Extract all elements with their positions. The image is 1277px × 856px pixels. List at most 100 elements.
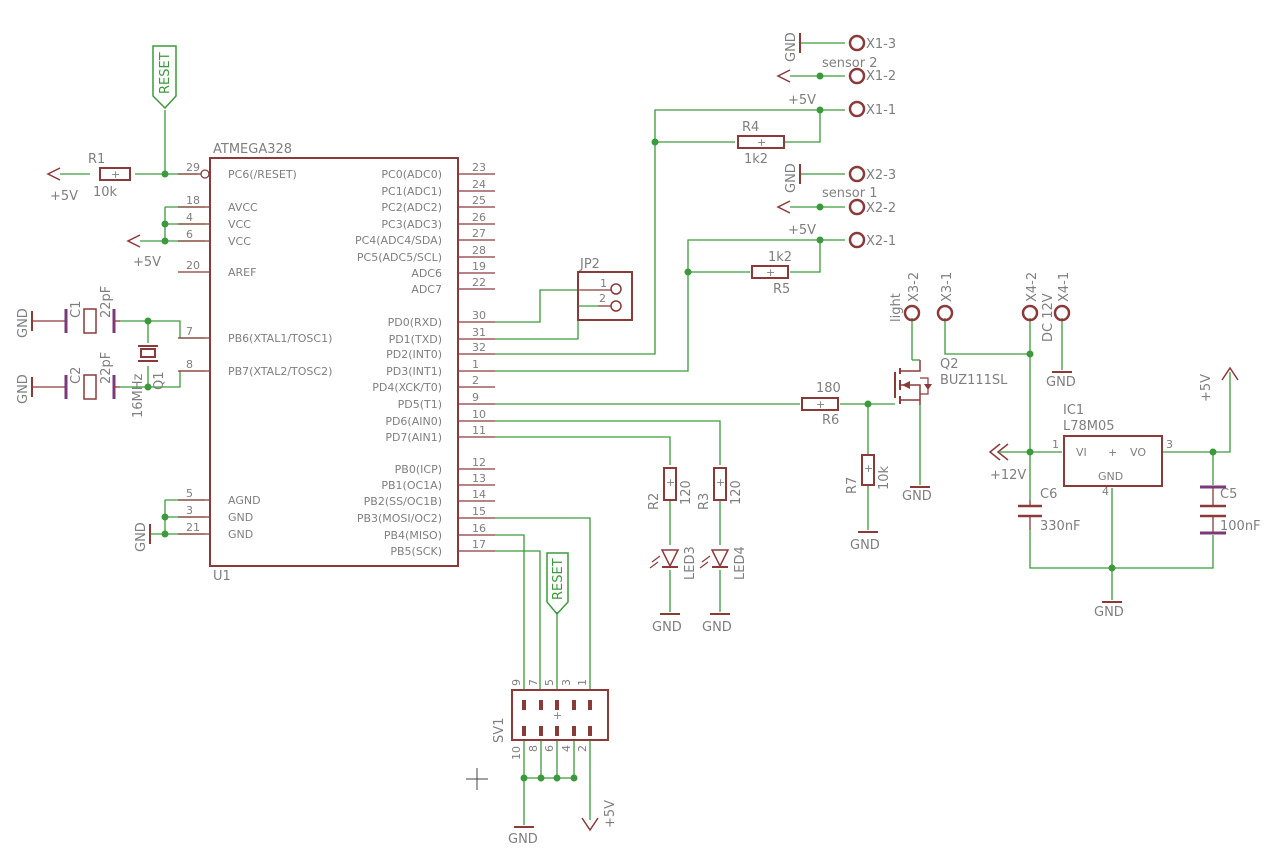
resistor-r7[interactable]: + R7 10k — [845, 454, 892, 494]
connector-x1[interactable]: X1-3 X1-2 X1-1 sensor 2 — [822, 34, 896, 118]
svg-text:1: 1 — [576, 679, 589, 686]
svg-text:22pF: 22pF — [99, 352, 114, 384]
pin-name: PC2(ADC2) — [381, 201, 442, 214]
resistor-r1[interactable]: + R1 10k — [88, 152, 131, 200]
resistor-r5[interactable]: + 1k2 R5 — [751, 250, 792, 297]
supply-5v-sv1: +5V — [581, 800, 618, 832]
regulator-ic1[interactable]: IC1 L78M05 VI VO GND + 1 3 4 — [1052, 403, 1173, 498]
pin-number: 26 — [472, 211, 486, 224]
gnd-sv1: GND — [508, 826, 538, 847]
pin-number: 4 — [186, 211, 193, 224]
resistor-r3[interactable]: + R3 120 — [697, 467, 744, 510]
pin-number: 1 — [472, 358, 479, 371]
pin-number: 12 — [472, 456, 486, 469]
svg-text:+: + — [816, 398, 825, 411]
svg-text:+: + — [716, 476, 725, 489]
pin-number: 28 — [472, 244, 486, 257]
svg-text:GND: GND — [134, 522, 149, 552]
sv1-pad — [522, 726, 526, 736]
connector-x4[interactable]: X4-2 X4-1 DC 12V — [1021, 272, 1072, 342]
svg-text:C1: C1 — [69, 301, 84, 318]
pin-name: PC5(ADC5/SCL) — [357, 251, 442, 264]
pin-number: 15 — [472, 505, 486, 518]
pin-name: PB3(MOSI/OC2) — [357, 512, 442, 525]
capacitor-c2[interactable]: GND C2 22pF — [16, 352, 120, 404]
pin-name: AREF — [228, 266, 256, 279]
gnd-sensor1: GND — [784, 163, 801, 193]
svg-text:+: + — [757, 136, 766, 149]
svg-text:GND: GND — [702, 620, 732, 635]
pin-number: 18 — [186, 194, 200, 207]
sv1-pad — [572, 726, 576, 736]
pin-name: PB5(SCK) — [390, 545, 442, 558]
supply-12v: +12V — [988, 443, 1026, 483]
svg-text:X1-2: X1-2 — [866, 69, 896, 84]
svg-text:GND: GND — [16, 374, 31, 404]
svg-text:X2-2: X2-2 — [866, 201, 896, 216]
connector-x2[interactable]: X2-3 X2-2 X2-1 sensor 1 — [822, 165, 896, 249]
svg-text:+5V: +5V — [788, 223, 816, 238]
atmega328-chip[interactable]: ATMEGA328 U1 29PC6(/RESET)18AVCC4VCC6VCC… — [178, 142, 495, 584]
svg-text:SV1: SV1 — [492, 718, 507, 743]
led-led4[interactable]: LED4 — [699, 546, 748, 580]
svg-text:1: 1 — [600, 277, 607, 290]
svg-text:+12V: +12V — [990, 468, 1026, 483]
svg-text:IC1: IC1 — [1063, 403, 1084, 418]
pin-number: 24 — [472, 178, 486, 191]
svg-text:120: 120 — [729, 480, 744, 505]
capacitor-c6[interactable]: C6 330nF — [1018, 487, 1081, 534]
led-led3[interactable]: LED3 — [649, 546, 698, 580]
svg-text:LED3: LED3 — [683, 546, 698, 580]
svg-text:180: 180 — [816, 381, 841, 396]
pin-number: 8 — [186, 358, 193, 371]
jumper-jp2[interactable]: JP2 1 2 — [577, 257, 633, 321]
capacitor-c5[interactable]: C5 100nF — [1200, 485, 1261, 535]
pin-number: 13 — [472, 472, 486, 485]
svg-text:DC 12V: DC 12V — [1041, 293, 1056, 342]
resistor-r2[interactable]: + R2 120 — [647, 467, 694, 510]
pin-name: ADC6 — [411, 267, 442, 280]
chip-right-pins: 23PC0(ADC0)24PC1(ADC1)25PC2(ADC2)26PC3(A… — [355, 161, 495, 558]
svg-text:R4: R4 — [742, 120, 759, 135]
mosfet-q2[interactable]: Q2 BUZ111SL — [894, 357, 1008, 405]
svg-text:GND: GND — [850, 538, 880, 553]
sv1-pad — [555, 726, 559, 736]
svg-text:R2: R2 — [647, 493, 662, 510]
pin-number: 10 — [472, 408, 486, 421]
pin-name: AGND — [228, 494, 261, 507]
sv1-pad — [588, 726, 592, 736]
pin-number: 23 — [472, 161, 486, 174]
svg-text:16MHz: 16MHz — [131, 373, 146, 418]
svg-text:R5: R5 — [773, 282, 790, 297]
svg-text:1: 1 — [1052, 438, 1059, 451]
connector-x3[interactable]: X3-2 X3-1 light — [889, 272, 955, 322]
svg-text:10k: 10k — [93, 185, 118, 200]
crystal-q1[interactable]: 16MHz Q1 — [131, 345, 167, 418]
svg-text:R7: R7 — [845, 477, 860, 494]
reset-inverter-bubble — [200, 169, 210, 179]
svg-text:+: + — [766, 266, 775, 279]
pin-name: PB4(MISO) — [384, 529, 442, 542]
capacitor-c1[interactable]: GND C1 22pF — [16, 286, 120, 338]
pin-name: PD4(XCK/T0) — [372, 381, 442, 394]
pin-number: 11 — [472, 424, 486, 437]
svg-text:sensor 2: sensor 2 — [822, 56, 878, 71]
svg-text:LED4: LED4 — [733, 546, 748, 580]
reset-net-flag: RESET — [152, 45, 177, 110]
pin-number: 5 — [186, 487, 193, 500]
resistor-r6[interactable]: + 180 R6 — [801, 381, 841, 428]
resistor-r4[interactable]: + R4 1k2 — [737, 120, 785, 167]
pin-number: 20 — [186, 259, 200, 272]
crosshair-cursor-icon — [466, 768, 488, 790]
pin-number: 2 — [472, 374, 479, 387]
header-sv1[interactable]: + SV1 9 7 5 3 1 10 8 6 4 2 — [492, 679, 609, 760]
